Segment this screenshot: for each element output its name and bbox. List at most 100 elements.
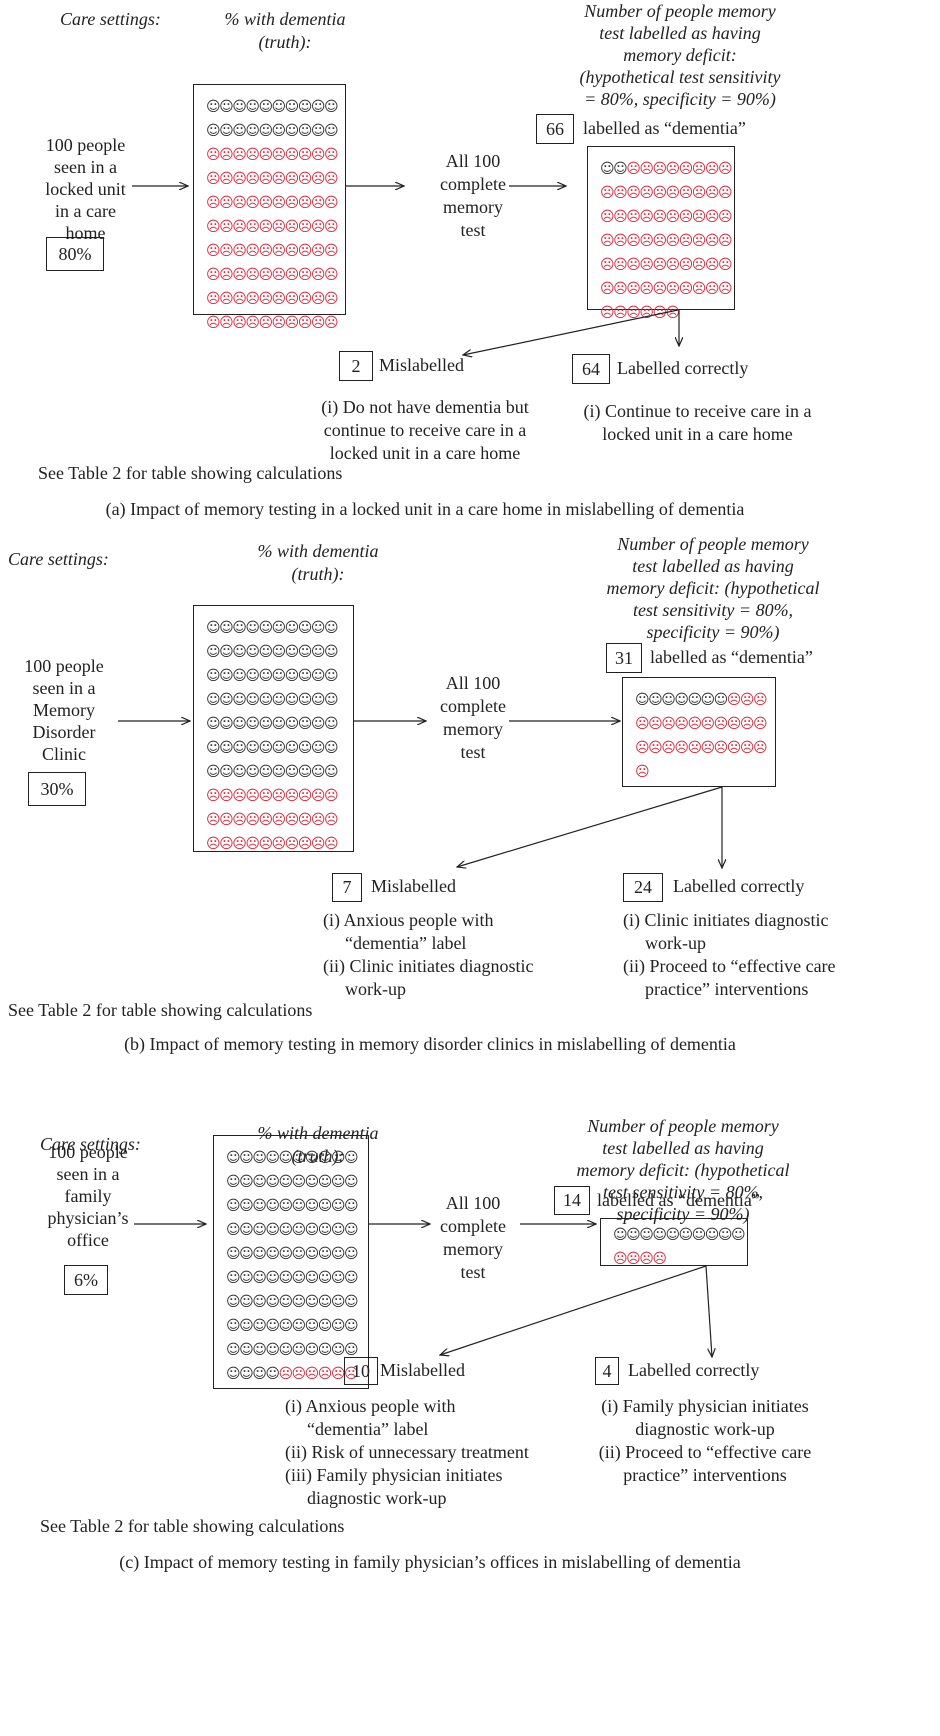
see-table-note: See Table 2 for table showing calculatio… bbox=[38, 463, 343, 483]
mislabelled-label: Mislabelled bbox=[371, 876, 456, 896]
smiley-face-icon: ☺ bbox=[317, 1294, 333, 1310]
frowny-face-icon: ☹ bbox=[600, 305, 615, 321]
face-row: ☺☺☺☺☺☺☺☺☺☺ bbox=[226, 1338, 360, 1362]
frowny-face-icon: ☹ bbox=[284, 291, 300, 307]
smiley-face-icon: ☺ bbox=[258, 740, 273, 756]
panel-caption: (b) Impact of memory testing in memory d… bbox=[124, 1034, 736, 1054]
frowny-face-icon: ☹ bbox=[639, 161, 654, 177]
smiley-face-icon: ☺ bbox=[265, 1318, 280, 1334]
smiley-face-icon: ☺ bbox=[271, 668, 287, 684]
text-line: seen in a bbox=[56, 1164, 120, 1184]
text-line: memory deficit: bbox=[623, 45, 737, 65]
frowny-face-icon: ☹ bbox=[323, 812, 339, 828]
prevalence-box: 6% bbox=[64, 1265, 108, 1295]
smiley-face-icon: ☺ bbox=[265, 1150, 280, 1166]
smiley-face-icon: ☺ bbox=[239, 1246, 254, 1262]
panel-b-arrows bbox=[118, 575, 940, 1155]
frowny-face-icon: ☹ bbox=[297, 812, 313, 828]
frowny-face-icon: ☹ bbox=[704, 233, 720, 249]
frowny-face-icon: ☹ bbox=[271, 788, 287, 804]
frowny-face-icon: ☹ bbox=[613, 305, 628, 321]
smiley-face-icon: ☺ bbox=[291, 1174, 307, 1190]
text-line: seen in a bbox=[54, 157, 117, 177]
smiley-face-icon: ☺ bbox=[343, 1318, 359, 1334]
frowny-face-icon: ☹ bbox=[665, 233, 681, 249]
smiley-face-icon: ☺ bbox=[330, 1270, 346, 1286]
text-line: work-up bbox=[345, 979, 406, 999]
frowny-face-icon: ☹ bbox=[665, 257, 681, 273]
smiley-face-icon: ☺ bbox=[317, 1246, 333, 1262]
care-settings-label: Care settings: bbox=[8, 549, 109, 569]
smiley-face-icon: ☺ bbox=[343, 1246, 359, 1262]
text-line: test labelled as having bbox=[632, 556, 794, 576]
smiley-face-icon: ☺ bbox=[304, 1222, 320, 1238]
frowny-face-icon: ☹ bbox=[635, 740, 650, 756]
frowny-face-icon: ☹ bbox=[258, 219, 273, 235]
frowny-face-icon: ☹ bbox=[258, 836, 273, 852]
smiley-face-icon: ☺ bbox=[304, 1150, 320, 1166]
smiley-face-icon: ☺ bbox=[265, 1342, 280, 1358]
frowny-face-icon: ☹ bbox=[678, 233, 694, 249]
smiley-face-icon: ☺ bbox=[613, 1227, 628, 1243]
see-table-note: See Table 2 for table showing calculatio… bbox=[8, 1000, 313, 1020]
text-line: All 100 bbox=[445, 1193, 501, 1213]
smiley-face-icon: ☺ bbox=[271, 123, 287, 139]
frowny-face-icon: ☹ bbox=[271, 219, 287, 235]
frowny-face-icon: ☹ bbox=[648, 716, 663, 732]
frowny-face-icon: ☹ bbox=[726, 740, 742, 756]
smiley-face-icon: ☺ bbox=[291, 1222, 307, 1238]
smiley-face-icon: ☺ bbox=[232, 740, 247, 756]
frowny-face-icon: ☹ bbox=[691, 161, 707, 177]
smiley-face-icon: ☺ bbox=[239, 1150, 254, 1166]
frowny-face-icon: ☹ bbox=[297, 171, 313, 187]
frowny-face-icon: ☹ bbox=[691, 257, 707, 273]
frowny-face-icon: ☹ bbox=[691, 233, 707, 249]
frowny-face-icon: ☹ bbox=[323, 836, 339, 852]
frowny-face-icon: ☹ bbox=[600, 233, 615, 249]
frowny-face-icon: ☹ bbox=[271, 147, 287, 163]
text-line: test labelled as having bbox=[602, 1138, 764, 1158]
smiley-face-icon: ☺ bbox=[252, 1342, 267, 1358]
frowny-face-icon: ☹ bbox=[613, 209, 628, 225]
frowny-face-icon: ☹ bbox=[232, 219, 247, 235]
frowny-face-icon: ☹ bbox=[674, 740, 689, 756]
smiley-face-icon: ☺ bbox=[730, 1227, 746, 1243]
smiley-face-icon: ☺ bbox=[343, 1342, 359, 1358]
frowny-face-icon: ☹ bbox=[206, 812, 221, 828]
smiley-face-icon: ☺ bbox=[271, 764, 287, 780]
smiley-face-icon: ☺ bbox=[219, 99, 234, 115]
panel-c: Care settings: % with dementia(truth): N… bbox=[0, 1116, 940, 1736]
text-line: specificity = 90%) bbox=[616, 1204, 750, 1224]
smiley-face-icon: ☺ bbox=[232, 620, 247, 636]
frowny-face-icon: ☹ bbox=[271, 195, 287, 211]
labelled-correctly-label: Labelled correctly bbox=[673, 876, 805, 896]
smiley-face-icon: ☺ bbox=[304, 1246, 320, 1262]
frowny-face-icon: ☹ bbox=[613, 1251, 628, 1267]
smiley-face-icon: ☺ bbox=[717, 1227, 733, 1243]
smiley-face-icon: ☺ bbox=[317, 1150, 333, 1166]
face-row: ☹☹☹☹☹☹☹☹☹☹ bbox=[600, 277, 733, 301]
smiley-face-icon: ☺ bbox=[343, 1294, 359, 1310]
face-row: ☺☺☺☺☺☺☺☺☺☺ bbox=[226, 1170, 360, 1194]
labelled-grid: ☺☺☹☹☹☹☹☹☹☹☹☹☹☹☹☹☹☹☹☹☹☹☹☹☹☹☹☹☹☹☹☹☹☹☹☹☹☹☹☹… bbox=[587, 146, 735, 321]
frowny-face-icon: ☹ bbox=[245, 243, 260, 259]
frowny-face-icon: ☹ bbox=[713, 740, 729, 756]
smiley-face-icon: ☺ bbox=[232, 692, 247, 708]
frowny-face-icon: ☹ bbox=[678, 257, 694, 273]
face-row: ☹☹☹☹☹☹☹☹☹☹ bbox=[206, 263, 339, 287]
smiley-face-icon: ☺ bbox=[206, 692, 221, 708]
smiley-face-icon: ☺ bbox=[291, 1150, 307, 1166]
frowny-face-icon: ☹ bbox=[232, 171, 247, 187]
text-line: 100 people bbox=[48, 1142, 128, 1162]
see-table-note: See Table 2 for table showing calculatio… bbox=[40, 1516, 345, 1536]
smiley-face-icon: ☺ bbox=[258, 764, 273, 780]
frowny-face-icon: ☹ bbox=[717, 185, 733, 201]
text-line: memory bbox=[443, 719, 503, 739]
text-line: physician’s bbox=[47, 1208, 129, 1228]
smiley-face-icon: ☺ bbox=[323, 99, 339, 115]
smiley-face-icon: ☺ bbox=[239, 1270, 254, 1286]
smiley-face-icon: ☺ bbox=[304, 1294, 320, 1310]
smiley-face-icon: ☺ bbox=[278, 1174, 293, 1190]
smiley-face-icon: ☺ bbox=[265, 1246, 280, 1262]
frowny-face-icon: ☹ bbox=[323, 291, 339, 307]
